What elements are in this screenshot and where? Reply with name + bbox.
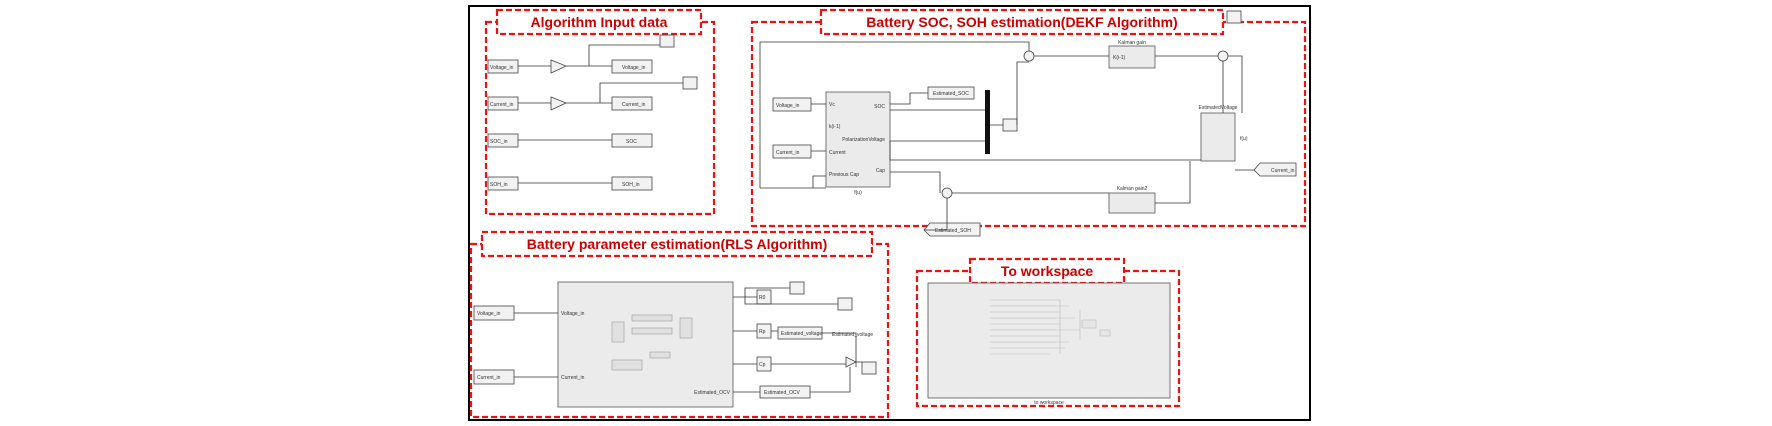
dekf-mux-gain[interactable] (1002, 118, 1018, 132)
kalman-gain-label: Kalman gain (1118, 40, 1146, 46)
rls-est-voltage-label: Estimated_voltage (832, 332, 873, 338)
rls-r0-label: R0 (759, 295, 766, 301)
kalman-gain-inner: K(i-1) (1113, 55, 1126, 61)
rls-title: Battery parameter estimation(RLS Algorit… (527, 236, 828, 252)
voltage-in-label: Voltage_in (490, 65, 514, 71)
rls-est-ocv-label: Estimated_OCV (764, 390, 801, 396)
rls-scope2[interactable] (837, 297, 853, 311)
soh-in-label: SOH_in (490, 182, 508, 188)
dekf-mux[interactable] (985, 90, 990, 154)
dekf-fcn-block[interactable] (825, 91, 891, 188)
rls-scope3[interactable] (861, 361, 877, 375)
dekf-sum1[interactable] (1023, 50, 1035, 62)
current-goto[interactable] (611, 96, 653, 111)
current-scope[interactable] (682, 76, 698, 90)
dekf-voltage-label: Voltage_in (776, 103, 800, 109)
dekf-current-in-right[interactable] (1253, 162, 1297, 177)
dekf-port-prevcap: Previous Cap (829, 172, 859, 178)
soc-in-port[interactable] (487, 133, 519, 148)
input-title: Algorithm Input data (531, 14, 668, 30)
voltage-goto[interactable] (611, 59, 653, 74)
dekf-current-right-label: Current_in (1271, 168, 1295, 174)
estimated-soh-goto[interactable] (923, 222, 981, 237)
dekf-current-label: Current_in (776, 150, 800, 156)
soc-goto[interactable] (611, 133, 653, 148)
rls-port-voltage: Voltage_in (561, 311, 585, 317)
current-in-port[interactable] (487, 96, 519, 111)
voltage-goto-label: Voltage_in (622, 65, 646, 71)
current-goto-label: Current_in (622, 102, 646, 108)
dekf-port-soc: SOC (874, 104, 885, 110)
rls-port-current: Current_in (561, 375, 585, 381)
dekf-title: Battery SOC, SOH estimation(DEKF Algorit… (866, 14, 1177, 30)
dekf-fcn-label: f(u) (854, 190, 862, 196)
dekf-sum3[interactable] (941, 187, 953, 199)
region-dekf: Battery SOC, SOH estimation(DEKF Algorit… (750, 8, 1307, 237)
rls-current-label: Current_in (477, 375, 501, 381)
voltage-scope[interactable] (659, 34, 675, 48)
soh-goto[interactable] (611, 176, 653, 191)
estimated-voltage-fcn: f(u) (1240, 136, 1248, 142)
rls-internal-graphic (611, 314, 693, 371)
estimated-voltage-label: EstimatedVoltage (1199, 105, 1238, 111)
rls-cp-label: Cp (759, 362, 766, 368)
workspace-subsystem[interactable] (927, 282, 1171, 399)
dekf-title-box (819, 8, 1225, 36)
soc-in-label: SOC_in (490, 139, 508, 145)
dekf-voltage-in[interactable] (772, 97, 812, 112)
kalman-gain2-block[interactable] (1108, 192, 1156, 214)
rls-voltage-label: Voltage_in (477, 311, 501, 317)
rls-est-voltage-text: Estimated_voltage (781, 331, 822, 337)
region-algorithm-input: Algorithm Input data Voltage_in Voltage_… (484, 8, 716, 216)
rls-port-ocv: Estimated_OCV (694, 390, 731, 396)
input-title-box (495, 8, 703, 36)
current-gain[interactable] (550, 96, 568, 111)
rls-scope1[interactable] (789, 281, 805, 295)
workspace-internal-graphic (990, 299, 1111, 355)
kalman-gain-block[interactable] (1108, 45, 1156, 69)
kalman-gain2-label: Kalman gain2 (1117, 186, 1148, 192)
region-workspace: To workspace to workspace (915, 257, 1181, 408)
dekf-current-in[interactable] (772, 144, 812, 159)
input-region-border (484, 20, 716, 216)
estimated-voltage-block[interactable] (1200, 112, 1236, 162)
workspace-label: to workspace (1034, 400, 1064, 406)
dekf-scope[interactable] (1226, 10, 1242, 24)
rls-title-box (480, 230, 874, 258)
rls-mux[interactable] (845, 356, 857, 368)
rls-subsystem[interactable] (557, 281, 734, 408)
dekf-port-vc: Vc (829, 102, 835, 108)
dekf-port-cap: Cap (876, 168, 885, 174)
soh-goto-label: SOH_in (622, 182, 640, 188)
voltage-in-port[interactable] (487, 59, 519, 74)
dekf-port-k: k(i-1) (829, 124, 841, 130)
dekf-sum2[interactable] (1217, 50, 1229, 62)
dekf-port-current: Current (829, 150, 846, 156)
rls-rp-label: Rp (759, 329, 766, 335)
estimated-soh-label: Estimated_SOH (935, 228, 971, 234)
estimated-soc-label: Estimated_SOC (933, 91, 969, 97)
soc-goto-label: SOC (626, 139, 637, 145)
soh-in-port[interactable] (487, 176, 519, 191)
workspace-title: To workspace (1001, 263, 1094, 279)
voltage-gain[interactable] (550, 59, 568, 74)
dekf-port-pol: PolarizationVoltage (842, 137, 885, 143)
region-rls: Battery parameter estimation(RLS Algorit… (469, 230, 890, 419)
current-in-label: Current_in (490, 102, 514, 108)
